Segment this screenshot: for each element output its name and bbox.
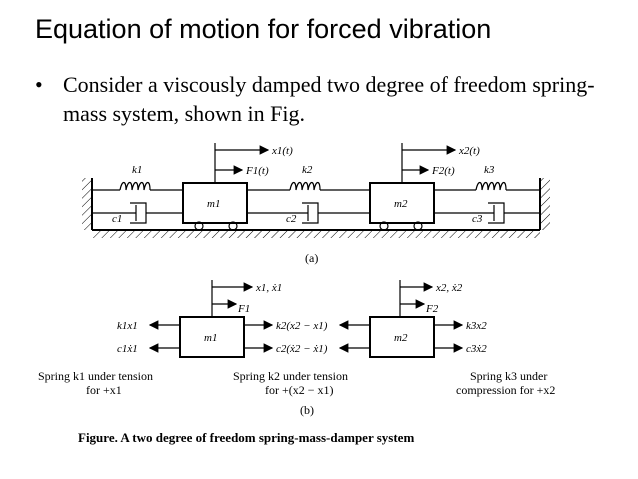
c2-term-label: c2(ẋ2 − ẋ1) — [276, 343, 328, 355]
m2-label: m2 — [394, 198, 408, 210]
k3x2-label: k3x2 — [466, 320, 487, 332]
x1-label: x1(t) — [271, 145, 293, 157]
k1-label: k1 — [132, 164, 142, 176]
damper-c3 — [434, 202, 540, 224]
c1-label: c1 — [112, 213, 122, 225]
damper-c1 — [92, 202, 183, 224]
F1-fbd-label: F1 — [237, 303, 250, 315]
bullet-text: Consider a viscously damped two degree o… — [63, 72, 595, 126]
note-k1-line2: for +x1 — [86, 383, 122, 397]
note-k3-line2: compression for +x2 — [456, 383, 555, 397]
m1-label: m1 — [207, 198, 220, 210]
k2-label: k2 — [302, 164, 313, 176]
bullet-marker: • — [35, 72, 43, 97]
figure-a: m1 m2 k1 c1 k2 — [82, 143, 550, 265]
wheel — [413, 221, 423, 231]
note-k2-line1: Spring k2 under tension — [233, 369, 348, 383]
spring-k1 — [92, 181, 183, 191]
F2-fbd-label: F2 — [425, 303, 439, 315]
fbd-m1-label: m1 — [204, 332, 217, 344]
fbd-mass-m2 — [369, 316, 435, 358]
left-wall — [82, 178, 92, 230]
x2-label: x2(t) — [458, 145, 480, 157]
F1-label: F1(t) — [245, 165, 269, 177]
c3x2-label: c3ẋ2 — [466, 343, 487, 355]
note-k2-line2: for +(x2 − x1) — [265, 383, 334, 397]
k1x1-label: k1x1 — [117, 320, 138, 332]
bullet-item: • Consider a viscously damped two degree… — [35, 70, 605, 128]
x2-top-label: x2, ẋ2 — [435, 282, 463, 294]
wheel — [228, 221, 238, 231]
fbd-m2-label: m2 — [394, 332, 408, 344]
figure-b: m1 x1, ẋ1 F1 k1x1 c1ẋ1 k2(x2 − x1) c2(ẋ2… — [38, 280, 555, 417]
k2-term-label: k2(x2 − x1) — [276, 320, 328, 332]
c2-label: c2 — [286, 213, 297, 225]
c3-label: c3 — [472, 213, 483, 225]
caption-a: (a) — [305, 251, 318, 265]
c1x1-label: c1ẋ1 — [117, 343, 138, 355]
spring-k3 — [434, 181, 540, 191]
slide-title: Equation of motion for forced vibration — [35, 14, 492, 44]
note-k3-line1: Spring k3 under — [470, 369, 547, 383]
wheel — [194, 221, 204, 231]
figure-caption: Figure. A two degree of freedom spring-m… — [78, 430, 415, 445]
x1-top-label: x1, ẋ1 — [255, 282, 282, 294]
damper-c2 — [247, 202, 370, 224]
spring-k2 — [247, 181, 370, 191]
wheel — [379, 221, 389, 231]
caption-b: (b) — [300, 403, 314, 417]
note-k1-line1: Spring k1 under tension — [38, 369, 153, 383]
right-wall — [540, 178, 550, 230]
ground — [92, 230, 540, 238]
F2-label: F2(t) — [431, 165, 455, 177]
k3-label: k3 — [484, 164, 495, 176]
